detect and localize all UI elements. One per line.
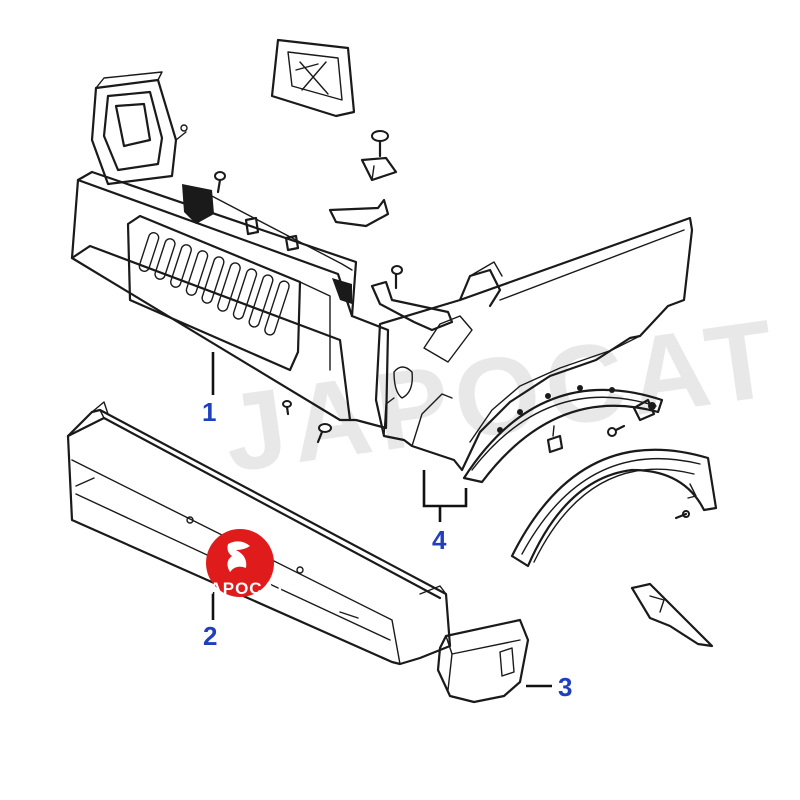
- callout-label-3: 3: [558, 672, 572, 702]
- callout-1: 1: [202, 352, 216, 427]
- mesh-right: [332, 278, 352, 304]
- grille-clips: [214, 171, 403, 444]
- callout-3: 3: [526, 672, 572, 702]
- headlamp-bucket: [90, 71, 188, 186]
- mudflap-bracket: [630, 582, 714, 648]
- grille-panel: [70, 170, 390, 430]
- front-fender: [374, 216, 694, 472]
- callout-4: 4: [422, 470, 468, 555]
- japocat-logo: JAPOCAT: [199, 529, 286, 598]
- radiator-support-link: [370, 280, 454, 332]
- fender-liner: [462, 385, 664, 484]
- callout-label-2: 2: [203, 621, 217, 651]
- wheel-arch-flare: [510, 448, 718, 568]
- callout-label-1: 1: [202, 397, 216, 427]
- mesh-left: [182, 184, 214, 224]
- headlamp-bezel: [270, 38, 356, 118]
- bumper-end-cap: [436, 618, 530, 704]
- flare-fasteners: [546, 398, 690, 520]
- bracket: [360, 156, 398, 182]
- grille-slots: [138, 232, 290, 336]
- screw: [371, 130, 389, 158]
- callout-label-4: 4: [432, 525, 447, 555]
- support-bracket: [328, 198, 390, 228]
- callout-2: 2: [203, 592, 217, 651]
- logo-text: JAPOCAT: [199, 579, 286, 598]
